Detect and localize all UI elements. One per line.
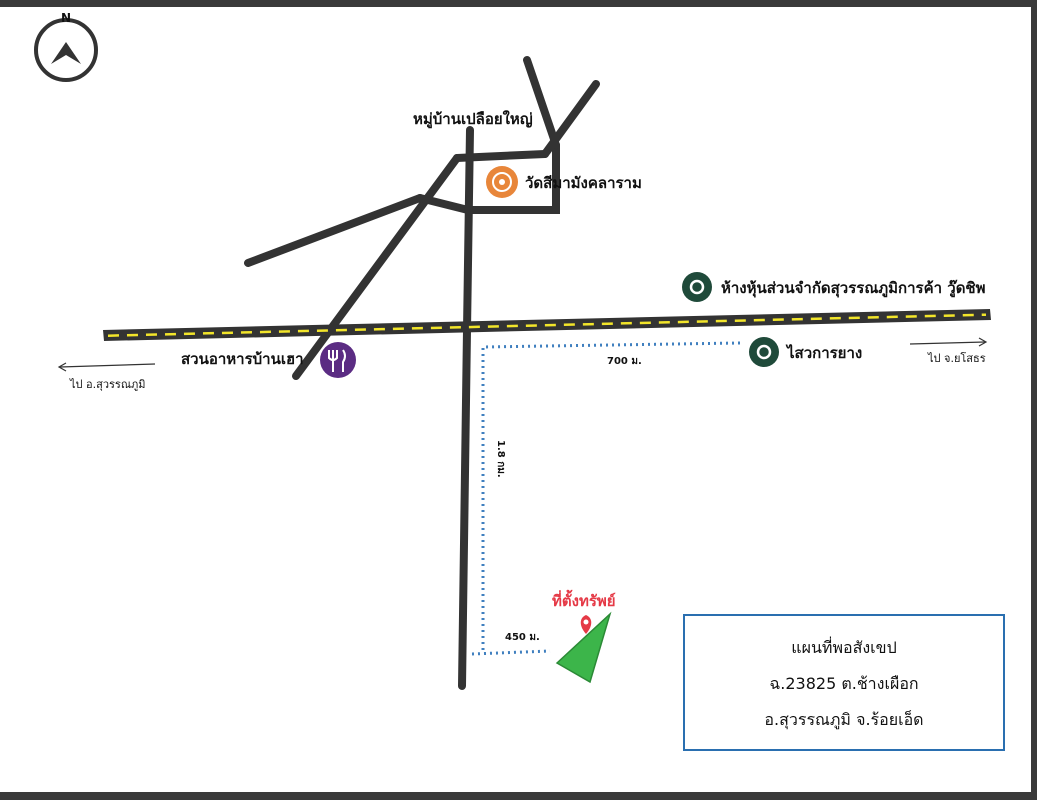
direction-arrows	[57, 337, 988, 372]
dharma-wheel-hub	[499, 179, 505, 185]
arrow-east-head	[978, 337, 988, 347]
north-arrow-icon	[51, 42, 81, 64]
highway-dash	[107, 313, 987, 337]
road-north-1	[523, 56, 560, 149]
arrow-east-line	[909, 341, 986, 345]
compass: N	[34, 11, 98, 82]
village-label: หมู่บ้านเปลือยใหญ่	[413, 110, 533, 129]
shop-circle	[682, 272, 712, 302]
restaurant-circle	[320, 342, 356, 378]
shop-label: ห้างหุ้นส่วนจำกัดสุวรรณภูมิการค้า วู๊ดชิ…	[721, 279, 986, 298]
property-parcel	[555, 611, 612, 684]
to-suwannaphum-label: ไป อ.สุวรรณภูมิ	[69, 378, 146, 391]
shop-marker	[682, 272, 712, 302]
compass-ring	[34, 18, 98, 82]
arrow-west-line	[59, 363, 156, 368]
road-main-south	[458, 126, 474, 690]
info-line-2: อ.สุวรรณภูมิ จ.ร้อยเอ็ด	[764, 710, 924, 730]
frame-top	[0, 0, 1037, 7]
rubber-pole-label: ไสวการยาง	[785, 343, 862, 362]
distance-west: 450 ม.	[505, 632, 540, 643]
distance-south: 1.8 กม.	[495, 440, 506, 478]
temple-label: วัดสีมามังคลาราม	[525, 174, 642, 192]
location-ring-icon	[756, 344, 772, 360]
arrow-west-head	[57, 362, 67, 372]
rubber-pole-circle	[749, 337, 779, 367]
frame-right	[1031, 0, 1037, 800]
dharma-wheel-icon	[492, 172, 512, 192]
route-dots	[471, 341, 741, 656]
fork-knife-icon	[328, 349, 346, 372]
road-temple-loop	[416, 141, 560, 214]
highway	[103, 309, 991, 341]
local-roads	[244, 56, 600, 690]
route-west	[471, 649, 551, 656]
rubber-pole-marker	[749, 337, 779, 367]
location-ring-icon	[689, 279, 705, 295]
info-box: แผนที่พอสังเขป ฉ.23825 ต.ช้างเผือก อ.สุว…	[683, 614, 1005, 751]
restaurant-marker	[320, 342, 356, 378]
distance-east: 700 ม.	[607, 356, 642, 367]
to-yasothon-label: ไป จ.ยโสธร	[927, 351, 986, 365]
property-shape	[555, 611, 612, 684]
temple-marker	[486, 166, 518, 198]
map-pin-dot	[583, 619, 589, 625]
road-diagonal	[292, 154, 461, 380]
frame-bottom	[0, 792, 1037, 800]
road-north-2	[541, 80, 600, 158]
property-label: ที่ตั้งทรัพย์	[552, 589, 616, 610]
road-west-branch	[244, 194, 424, 267]
info-title: แผนที่พอสังเขป	[791, 637, 897, 657]
compass-letter: N	[61, 11, 71, 25]
route-east-south	[481, 341, 741, 652]
restaurant-label: สวนอาหารบ้านเฮา	[181, 350, 304, 368]
info-line-1: ฉ.23825 ต.ช้างเผือก	[769, 673, 919, 693]
